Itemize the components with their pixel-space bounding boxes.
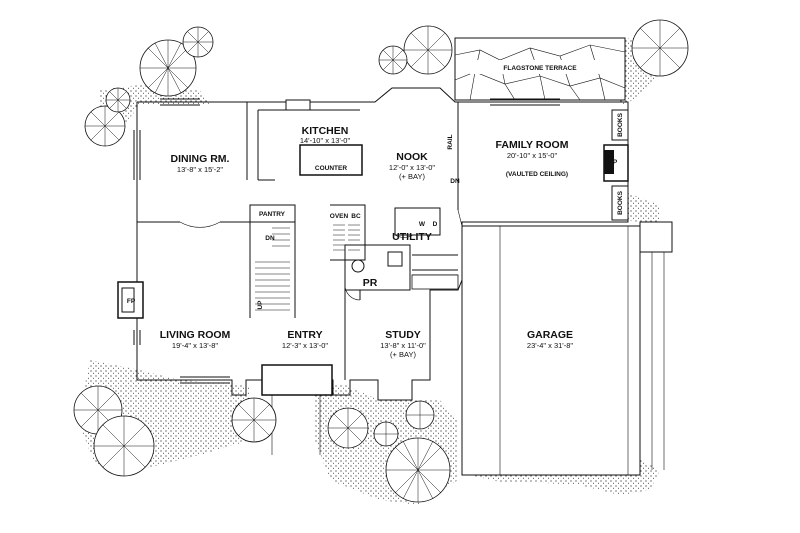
tree-s-3 bbox=[385, 437, 451, 503]
counter-label: COUNTER bbox=[315, 165, 347, 172]
rail-label: RAIL bbox=[447, 134, 454, 149]
garage-walls bbox=[461, 221, 673, 476]
family-room-name: FAMILY ROOM bbox=[496, 139, 569, 151]
study-note: (+ BAY) bbox=[390, 350, 416, 359]
family-room-dim: 20'-10" x 15'-0" bbox=[507, 151, 558, 160]
exterior-walls bbox=[117, 87, 629, 401]
nook-name: NOOK bbox=[396, 151, 428, 163]
dining-room-dim: 13'-8" x 15'-2" bbox=[177, 165, 223, 174]
tree-nw-tiny bbox=[105, 87, 131, 113]
living-room-dim: 19'-4" x 13'-8" bbox=[172, 341, 218, 350]
washer-label: W bbox=[419, 221, 426, 228]
tree-n-small bbox=[378, 45, 408, 75]
tree-sw-3 bbox=[231, 397, 277, 443]
trees bbox=[73, 19, 689, 503]
room-labels: DINING RM. 13'-8" x 15'-2" KITCHEN 14'-1… bbox=[127, 112, 624, 359]
tree-s-1 bbox=[327, 407, 369, 449]
tree-nw-small bbox=[182, 26, 214, 58]
living-fp-label: FP bbox=[127, 298, 136, 305]
entry-dim: 12'-3" x 13'-0" bbox=[282, 341, 328, 350]
stair-dn-label: DN bbox=[265, 235, 275, 242]
tree-nw-large bbox=[139, 39, 197, 97]
tree-sw-2 bbox=[93, 415, 155, 477]
nook-dn-label: DN bbox=[450, 178, 460, 185]
garage-dim: 23'-4" x 31'-8" bbox=[527, 341, 573, 350]
entry-name: ENTRY bbox=[287, 329, 322, 341]
terrace-label: FLAGSTONE TERRACE bbox=[503, 65, 577, 72]
utility-label: UTILITY bbox=[392, 231, 432, 243]
books-bottom-label: BOOKS bbox=[617, 190, 624, 215]
tree-ne bbox=[631, 19, 689, 77]
family-room-note: (VAULTED CEILING) bbox=[506, 171, 568, 178]
garage-name: GARAGE bbox=[527, 329, 573, 341]
dryer-label: D bbox=[433, 221, 438, 228]
nook-dim: 12'-0" x 13'-0" bbox=[389, 163, 435, 172]
nook-note: (+ BAY) bbox=[399, 172, 425, 181]
kitchen-name: KITCHEN bbox=[302, 125, 349, 137]
powder-room-label: PR bbox=[363, 277, 378, 289]
study-name: STUDY bbox=[385, 329, 421, 341]
tree-s-2 bbox=[373, 421, 399, 447]
tree-n-center bbox=[403, 25, 453, 75]
flagstone-terrace: FLAGSTONE TERRACE bbox=[454, 37, 626, 101]
stair-up-label: UP bbox=[257, 300, 264, 310]
tree-nw-left bbox=[84, 105, 126, 147]
tree-s-4 bbox=[405, 400, 435, 430]
books-top-label: BOOKS bbox=[617, 112, 624, 137]
interior-walls bbox=[133, 98, 560, 455]
bc-label: BC bbox=[351, 213, 361, 220]
pantry-label: PANTRY bbox=[259, 211, 286, 218]
kitchen-dim: 14'-10" x 13'-0" bbox=[300, 136, 351, 145]
family-fp-label: FP bbox=[609, 159, 618, 166]
oven-label: OVEN bbox=[330, 213, 349, 220]
study-dim: 13'-8" x 11'-0" bbox=[380, 341, 426, 350]
staircase bbox=[255, 227, 290, 311]
dining-room-name: DINING RM. bbox=[171, 153, 230, 165]
living-room-name: LIVING ROOM bbox=[160, 329, 231, 341]
